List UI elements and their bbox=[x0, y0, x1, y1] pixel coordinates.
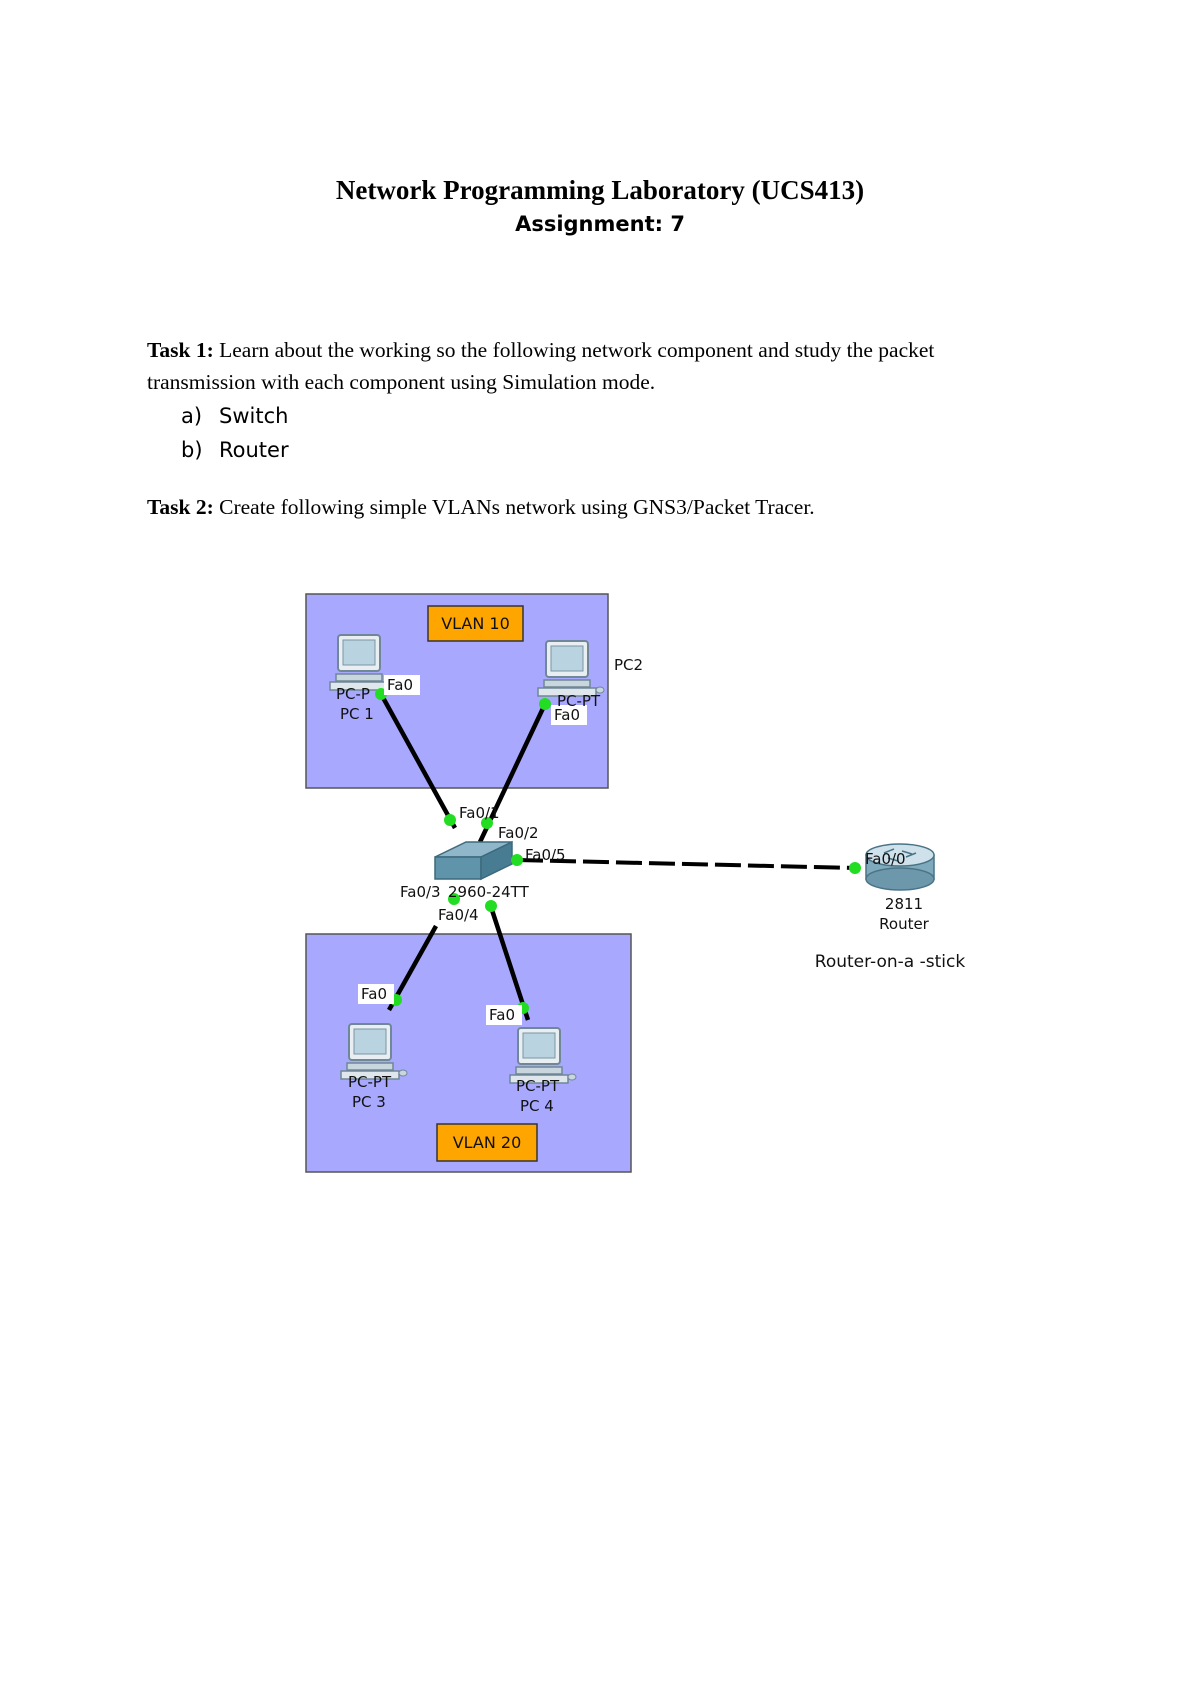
task1-text-line2: transmission with each component using S… bbox=[147, 370, 656, 394]
link-dot bbox=[481, 817, 493, 829]
link-dot bbox=[511, 854, 523, 866]
pc3-port-label: Fa0 bbox=[358, 984, 394, 1004]
router-type-label: Router bbox=[879, 915, 930, 933]
list-item: b) Router bbox=[181, 438, 289, 462]
switch-port-fa0-4: Fa0/4 bbox=[438, 906, 479, 924]
pc2-name-label: PC2 bbox=[614, 656, 643, 674]
pc4-type-label: PC-PT bbox=[516, 1077, 560, 1095]
switch-port-fa0-5: Fa0/5 bbox=[525, 846, 566, 864]
list-item-text: Switch bbox=[219, 404, 289, 428]
vlan20-label: VLAN 20 bbox=[453, 1133, 522, 1152]
vlan10-label-box: VLAN 10 bbox=[427, 605, 524, 642]
pc1-name-label: PC 1 bbox=[340, 705, 374, 723]
link-dot bbox=[448, 893, 460, 905]
pc4-name-label: PC 4 bbox=[520, 1097, 554, 1115]
router-port-label: Fa0/0 bbox=[865, 850, 906, 868]
task1-paragraph: Task 1: Learn about the working so the f… bbox=[147, 334, 1057, 366]
document-title: Network Programming Laboratory (UCS413) bbox=[335, 175, 865, 205]
pc1-port-label: Fa0 bbox=[384, 675, 420, 695]
pc4-port-label: Fa0 bbox=[486, 1005, 522, 1025]
link-pc1-switch bbox=[379, 692, 457, 830]
task1-label: Task 1: bbox=[147, 338, 214, 362]
svg-text:Fa0: Fa0 bbox=[554, 706, 580, 724]
pc3-name-label: PC 3 bbox=[352, 1093, 386, 1111]
link-switch-router bbox=[516, 858, 856, 870]
pc2-port-label: Fa0 bbox=[551, 705, 587, 725]
pc3-type-label: PC-PT bbox=[348, 1073, 392, 1091]
list-item-text: Router bbox=[219, 438, 289, 462]
router-icon[interactable] bbox=[865, 843, 935, 891]
task2-text: Create following simple VLANs network us… bbox=[219, 495, 815, 519]
link-dot bbox=[539, 698, 551, 710]
switch-port-fa0-2: Fa0/2 bbox=[498, 824, 539, 842]
pc1-type-label: PC-P bbox=[336, 685, 370, 703]
vlan10-label: VLAN 10 bbox=[441, 614, 510, 633]
list-item: a) Switch bbox=[181, 404, 288, 428]
svg-text:Fa0: Fa0 bbox=[361, 985, 387, 1003]
switch-icon[interactable] bbox=[434, 840, 513, 881]
router-caption: Router-on-a -stick bbox=[815, 952, 966, 972]
switch-port-fa0-1: Fa0/1 bbox=[459, 804, 500, 822]
task2-paragraph: Task 2: Create following simple VLANs ne… bbox=[147, 491, 1057, 523]
link-dot bbox=[849, 862, 861, 874]
svg-text:Fa0: Fa0 bbox=[489, 1006, 515, 1024]
link-switch-pc4 bbox=[489, 909, 531, 1021]
router-model-label: 2811 bbox=[885, 895, 923, 913]
task1-paragraph-cont: transmission with each component using S… bbox=[147, 366, 1057, 398]
vlan20-label-box: VLAN 20 bbox=[436, 1123, 538, 1162]
switch-model-label: 2960-24TT bbox=[448, 883, 530, 901]
task2-label: Task 2: bbox=[147, 495, 214, 519]
switch-port-fa0-3: Fa0/3 bbox=[400, 883, 441, 901]
task1-text-line1: Learn about the working so the following… bbox=[219, 338, 935, 362]
list-marker: b) bbox=[181, 438, 203, 462]
list-marker: a) bbox=[181, 404, 203, 428]
assignment-subtitle: Assignment: 7 bbox=[515, 212, 685, 236]
svg-text:Fa0: Fa0 bbox=[387, 676, 413, 694]
link-dot bbox=[485, 900, 497, 912]
link-dot bbox=[444, 814, 456, 826]
pc2-type-label: PC-PT bbox=[557, 692, 601, 710]
